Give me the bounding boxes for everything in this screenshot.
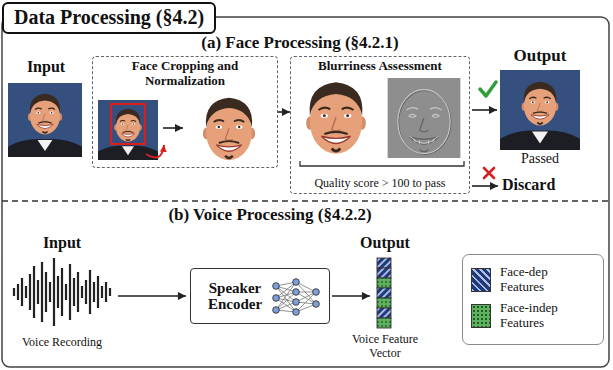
waveform bbox=[14, 258, 110, 326]
neuron bbox=[293, 299, 300, 306]
cross-mark bbox=[484, 168, 494, 178]
neuron bbox=[313, 289, 320, 296]
dashed-process-box: Blurriness AssessmentQuality score > 100… bbox=[290, 56, 470, 194]
feature-vector bbox=[377, 258, 391, 328]
legend-text: Face-dep Features bbox=[500, 265, 584, 295]
stage-label: Input bbox=[12, 234, 112, 252]
section-heading: (a) Face Processing (§4.2.1) bbox=[150, 33, 450, 53]
box-heading: Face Cropping and Normalization bbox=[93, 57, 277, 89]
vector-cell bbox=[377, 268, 391, 278]
threshold-note: Quality score > 100 to pass bbox=[291, 177, 469, 193]
neuron bbox=[293, 289, 300, 296]
section-separator bbox=[2, 200, 609, 202]
discard-arrow bbox=[472, 185, 498, 187]
encoder-box: Speaker Encoder bbox=[190, 268, 330, 324]
neuron bbox=[273, 295, 280, 302]
check-mark bbox=[480, 82, 496, 96]
vector-cell bbox=[377, 318, 391, 328]
input-photo bbox=[8, 83, 82, 157]
box-heading: Blurriness Assessment bbox=[291, 57, 469, 74]
assessed-face bbox=[306, 82, 366, 153]
vector-cell bbox=[377, 308, 391, 318]
flow-connector bbox=[278, 111, 290, 113]
legend-entry: Face-indep Features bbox=[471, 301, 595, 331]
caption-label: Voice Feature Vector bbox=[340, 333, 430, 361]
stage-label: Input bbox=[8, 58, 84, 76]
outer-frame bbox=[2, 17, 609, 367]
flow-arrow bbox=[118, 295, 186, 297]
flow-arrow bbox=[163, 127, 183, 129]
network-neurons bbox=[273, 279, 320, 316]
photo-small bbox=[98, 100, 158, 160]
legend-box: Face-dep FeaturesFace-indep Features bbox=[462, 254, 604, 345]
vector-cell bbox=[377, 278, 391, 288]
pass-arrow bbox=[472, 109, 497, 111]
box-label: Speaker Encoder bbox=[195, 280, 275, 313]
legend-swatch bbox=[471, 304, 491, 328]
dashed-process-box: Face Cropping and Normalization bbox=[92, 56, 278, 168]
flow-arrow bbox=[332, 295, 370, 297]
section-heading: (b) Voice Processing (§4.2.2) bbox=[120, 205, 420, 225]
legend-text: Face-indep Features bbox=[500, 301, 584, 331]
status-label: Passed bbox=[495, 151, 585, 167]
legend-swatch bbox=[471, 268, 491, 292]
stage-label: Output bbox=[495, 46, 585, 66]
network-links bbox=[276, 282, 316, 312]
rotate-arrow bbox=[146, 145, 164, 157]
neuron bbox=[273, 283, 280, 290]
neuron bbox=[313, 301, 320, 308]
vector-cell bbox=[377, 258, 391, 268]
output-photo bbox=[500, 70, 580, 150]
neuron bbox=[293, 279, 300, 286]
vector-cell bbox=[377, 298, 391, 308]
title-heading: Data Processing (§4.2) bbox=[2, 2, 216, 34]
vector-cell bbox=[377, 288, 391, 298]
crop-box bbox=[111, 104, 145, 144]
neuron bbox=[273, 307, 280, 314]
bracket bbox=[300, 161, 464, 166]
legend-entry: Face-dep Features bbox=[471, 265, 595, 295]
caption-label: Voice Recording bbox=[4, 336, 120, 350]
normalized-face bbox=[203, 98, 255, 160]
stage-label: Output bbox=[340, 234, 430, 252]
edge-map bbox=[388, 78, 461, 158]
neuron bbox=[293, 309, 300, 316]
status-label: Discard bbox=[502, 176, 592, 194]
